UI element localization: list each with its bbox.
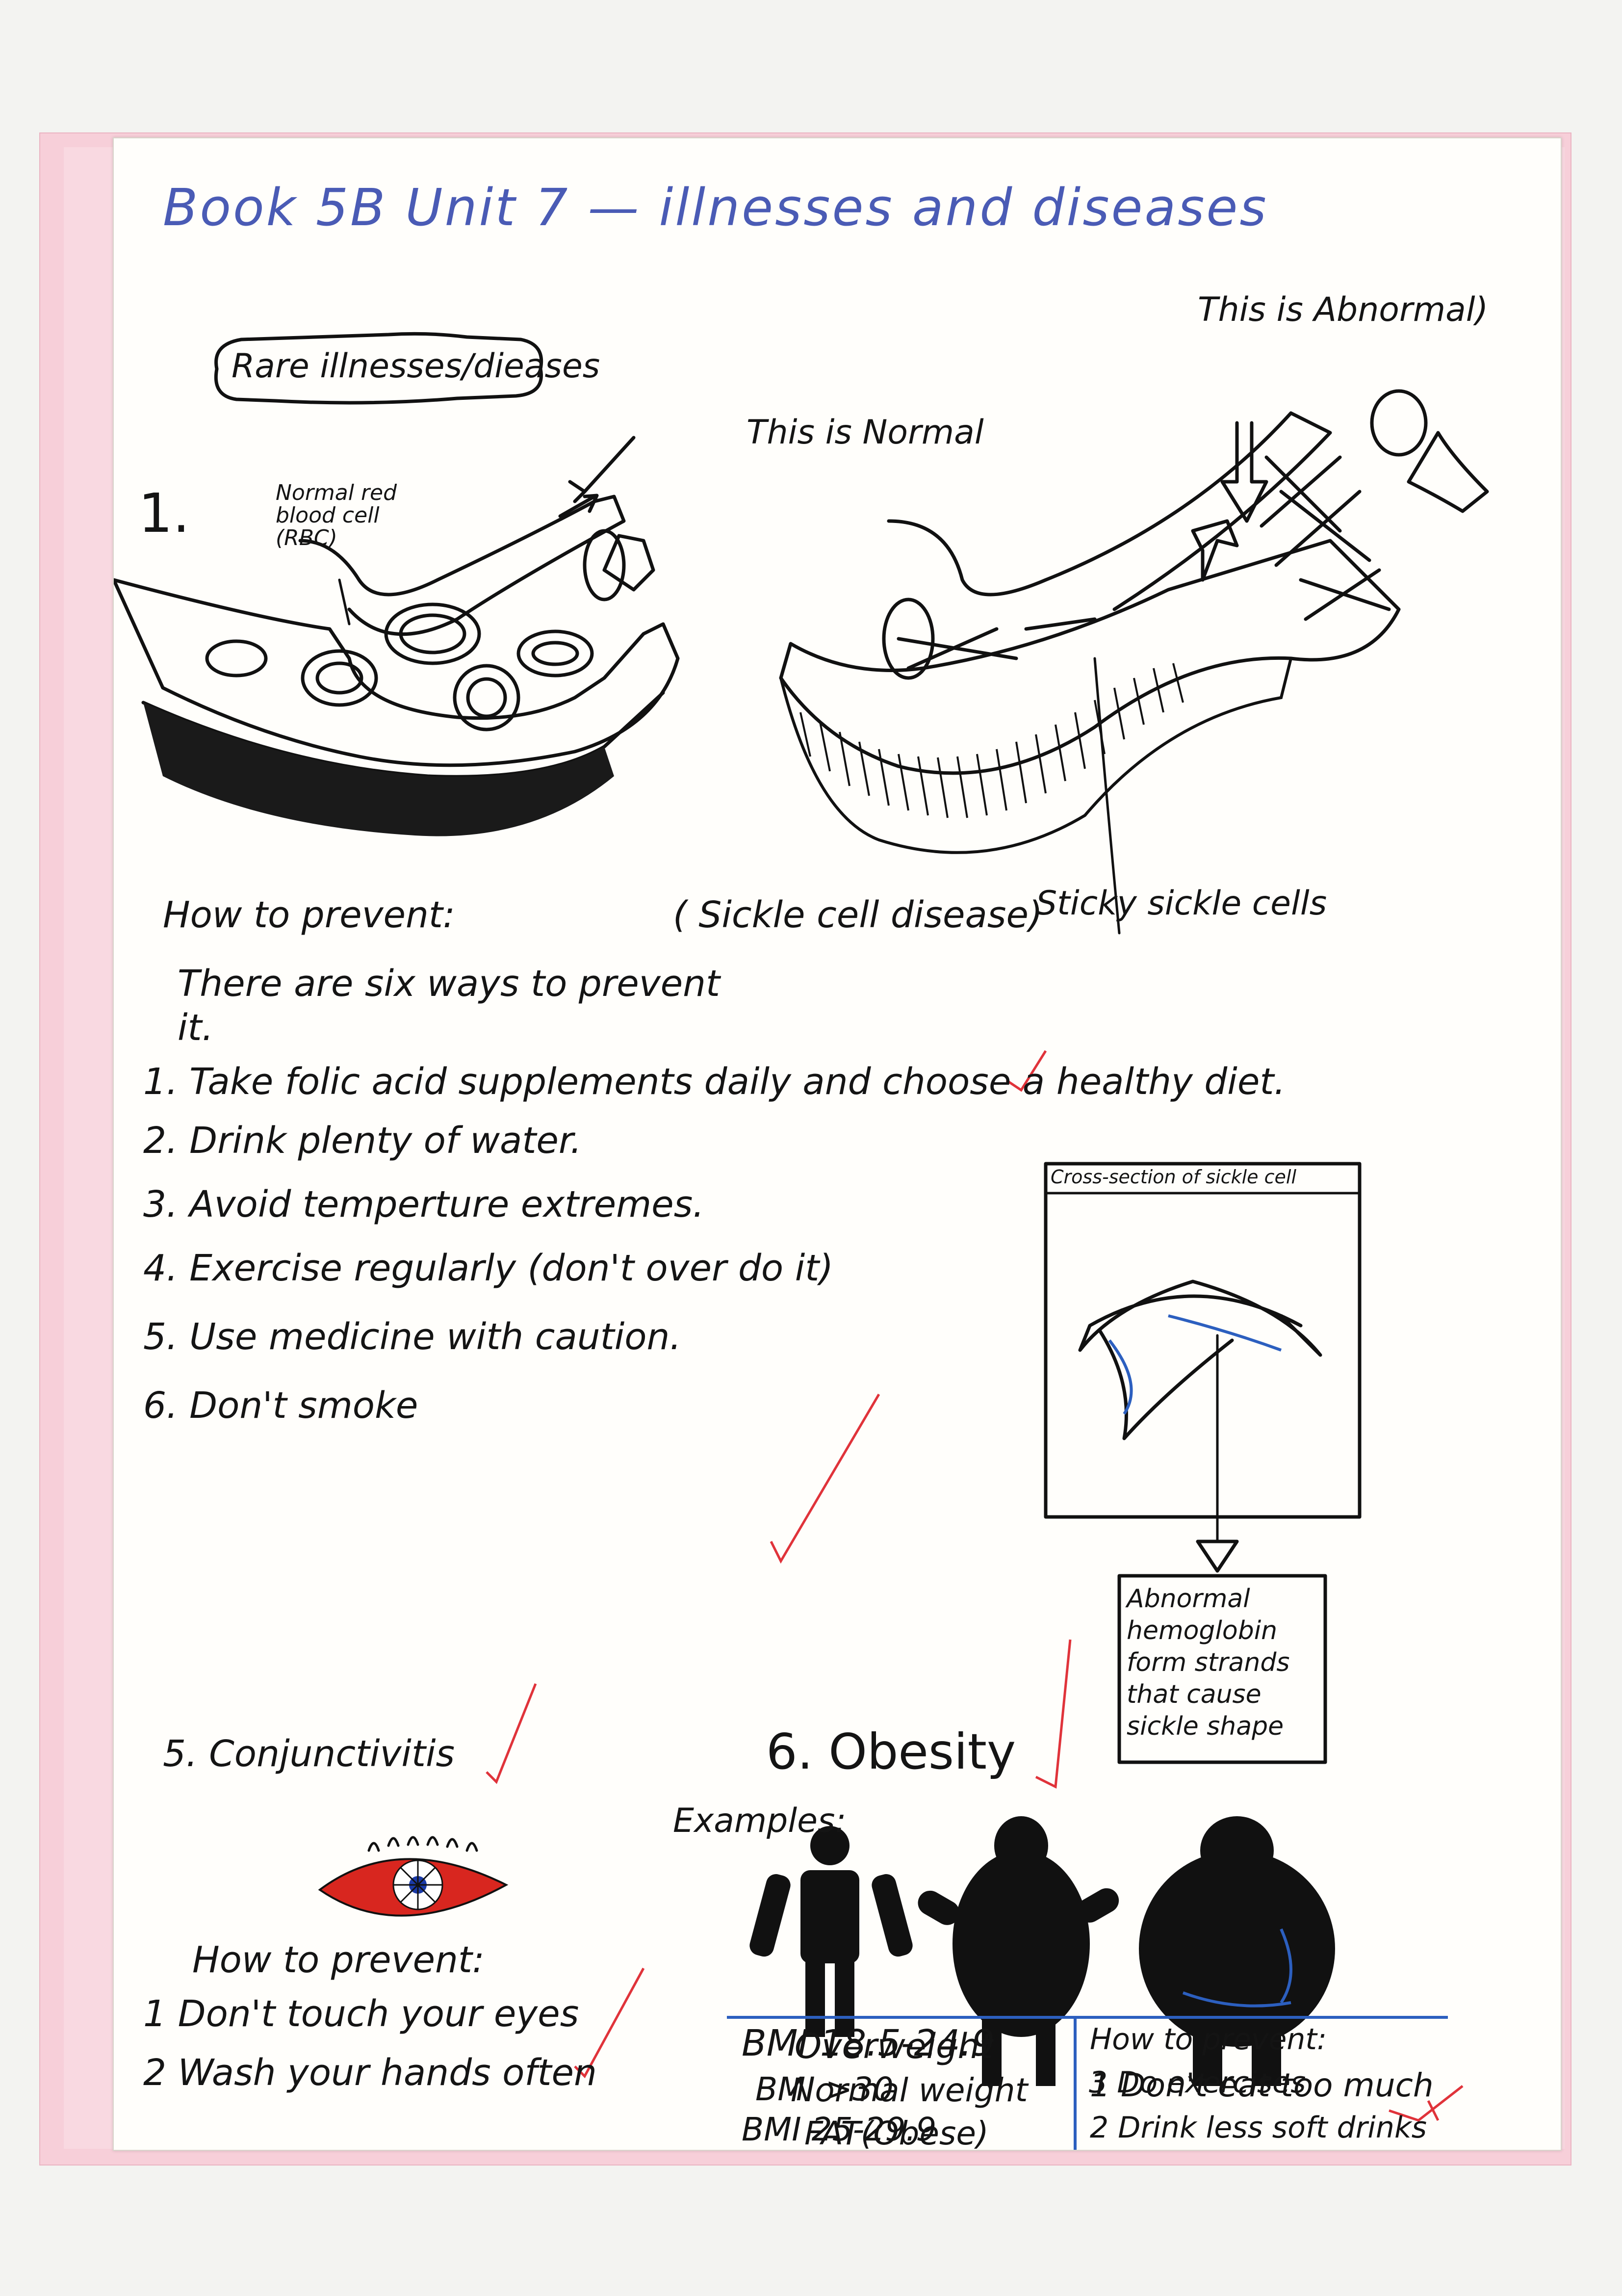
bmi-line-2: Normal weight bbox=[791, 2071, 1028, 2109]
prevent-item-2: 2. Drink plenty of water. bbox=[143, 1120, 582, 1162]
prevent-intro: There are six ways to prevent bbox=[178, 963, 721, 1005]
tick-conj-prevent bbox=[574, 1967, 645, 2079]
prevent-item-4: 4. Exercise regularly (don't over do it) bbox=[143, 1247, 834, 1289]
cross-section-box bbox=[1044, 1162, 1362, 1519]
tick-obesity-prevent bbox=[1389, 2085, 1464, 2122]
bmi-line-1: BMI 18.5-24.9 bbox=[742, 2022, 995, 2064]
item-number: 1. bbox=[138, 482, 190, 545]
prevent-item-1: 1. Take folic acid supplements daily and… bbox=[143, 1061, 1286, 1103]
obesity-heading: 6. Obesity bbox=[766, 1723, 1016, 1780]
obesity-figures bbox=[749, 1816, 1335, 2086]
header-cloud bbox=[214, 332, 543, 405]
cross-section-title: Cross-section of sickle cell bbox=[1051, 1166, 1297, 1188]
bmi-line-6: FAT(Obese) bbox=[804, 2114, 989, 2152]
section-header: Rare illnesses/dieases bbox=[232, 347, 600, 386]
prevent-heading: How to prevent: bbox=[163, 894, 455, 936]
disease-name: ( Sickle cell disease) bbox=[673, 894, 1043, 936]
page-title: Book 5B Unit 7 — illnesses and diseases bbox=[163, 178, 1268, 237]
tick-hemo bbox=[1035, 1639, 1072, 1789]
normal-arrow bbox=[568, 436, 636, 503]
drawings-layer bbox=[114, 332, 1489, 2150]
sticky-label: Sticky sickle cells bbox=[1036, 884, 1327, 923]
conj-item-1: 1 Don't touch your eyes bbox=[143, 1993, 579, 2035]
normal-vessel-drawing bbox=[114, 494, 680, 836]
notebook-page: Book 5B Unit 7 — illnesses and diseases bbox=[113, 137, 1562, 2151]
conj-item-2: 2 Wash your hands often bbox=[143, 2052, 597, 2094]
prevent-item-3: 3. Avoid temperture extremes. bbox=[143, 1183, 704, 1226]
tick-conj bbox=[486, 1683, 537, 1784]
obesity-prevent-heading: How to prevent: bbox=[1090, 2022, 1327, 2057]
obesity-item-3: 3 Do exercises bbox=[1089, 2065, 1306, 2100]
prevent-item-5: 5. Use medicine with caution. bbox=[143, 1316, 681, 1358]
tick-sickle bbox=[1005, 1050, 1047, 1092]
bmi-line-3: BMI 25-29.9 bbox=[742, 2111, 937, 2148]
obesity-item-2: 2 Drink less soft drinks bbox=[1090, 2111, 1427, 2145]
prevent-item-6: 6. Don't smoke bbox=[143, 1384, 418, 1427]
rbc-label: Normal red blood cell (RBC) bbox=[276, 480, 397, 551]
tick-prevent bbox=[770, 1393, 880, 1564]
hemoglobin-note-box bbox=[1117, 1574, 1327, 1764]
abnormal-arrow bbox=[1220, 421, 1268, 523]
obesity-item-1: 1 Don't eat too much bbox=[1090, 2066, 1434, 2104]
examples-label: Examples: bbox=[673, 1801, 847, 1840]
prevent-intro-2: it. bbox=[178, 1007, 214, 1049]
eye-drawing bbox=[318, 1836, 509, 1917]
abnormal-vessel-drawing bbox=[779, 389, 1489, 854]
normal-label: This is Normal bbox=[747, 413, 984, 452]
conj-prevent-heading: How to prevent: bbox=[192, 1939, 485, 1981]
abnormal-label: This is Abnormal) bbox=[1198, 290, 1489, 329]
bmi-line-5: BMI >30 bbox=[755, 2070, 894, 2108]
hemoglobin-note: Abnormal hemoglobin form strands that ca… bbox=[1127, 1584, 1290, 1741]
bmi-line-overweight: Overweight bbox=[795, 2026, 993, 2066]
conj-heading: 5. Conjunctivitis bbox=[163, 1733, 455, 1775]
